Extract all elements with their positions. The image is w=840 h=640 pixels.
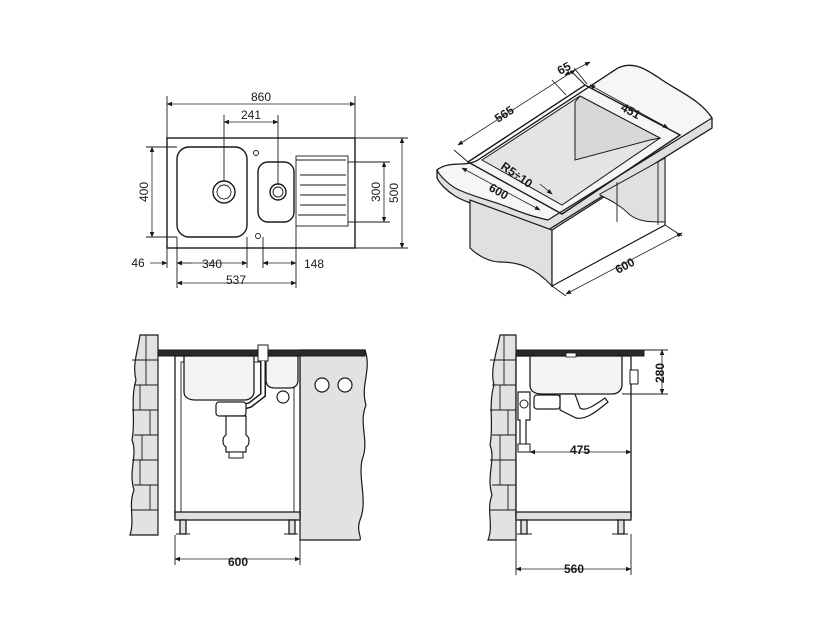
dim-600-cabinet: 600 [228, 555, 248, 569]
dim-46: 46 [131, 256, 145, 270]
wall-right [299, 349, 368, 541]
top-view: 860 241 400 300 500 46 340 148 537 [131, 90, 408, 288]
cabinet-leg [179, 519, 187, 535]
dim-500: 500 [387, 183, 401, 203]
tap-hole-icon [253, 150, 259, 156]
dim-148: 148 [304, 257, 324, 271]
dim-340: 340 [202, 257, 222, 271]
countertop-side [515, 349, 645, 357]
big-bowl-section [183, 355, 255, 401]
cabinet-leg [288, 519, 296, 535]
drainboard-grooves [296, 159, 346, 216]
small-bowl [257, 161, 295, 223]
brick-wall-side [487, 334, 517, 541]
socket-icon [337, 377, 353, 393]
cabinet-body [469, 199, 553, 288]
siphon-side [533, 394, 561, 410]
dim-300: 300 [369, 182, 383, 202]
big-bowl-drain-icon [212, 180, 236, 204]
small-bowl-section [265, 355, 299, 389]
siphon-trap [222, 415, 250, 453]
bowl-side [529, 355, 623, 395]
isometric-view: 65 565 451 R5÷10 600 600 [436, 59, 713, 297]
dim-537: 537 [226, 273, 246, 287]
overflow-icon [255, 233, 261, 239]
dim-65: 65 [555, 59, 574, 78]
dim-560: 560 [564, 562, 584, 576]
small-bowl-drain-icon [269, 183, 287, 201]
drainboard [295, 155, 349, 227]
dim-400: 400 [137, 182, 151, 202]
dim-475: 475 [570, 443, 590, 457]
dim-241: 241 [241, 108, 261, 122]
sink-outline [166, 137, 356, 249]
socket-icon [314, 377, 330, 393]
dim-860: 860 [251, 90, 271, 104]
front-section: 600 [129, 334, 368, 569]
siphon-body [215, 401, 247, 417]
side-section: 280 475 560 [487, 334, 668, 576]
dim-565: 565 [492, 103, 517, 126]
big-bowl [176, 146, 248, 238]
dim-280: 280 [653, 363, 667, 383]
